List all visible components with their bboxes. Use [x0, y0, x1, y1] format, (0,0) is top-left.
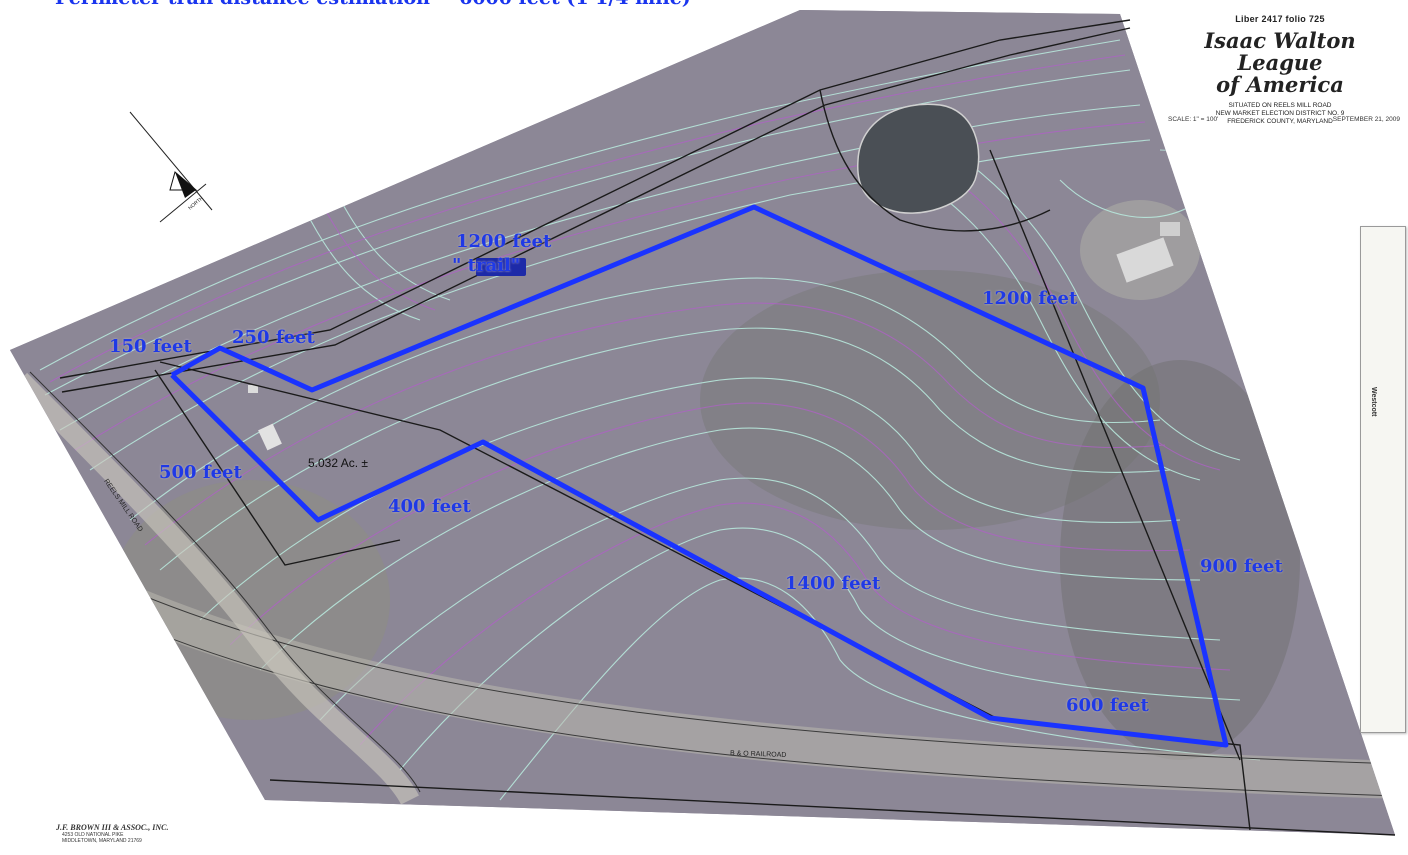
acreage-label: 5.032 Ac. ±	[308, 456, 368, 470]
title-block: Liber 2417 folio 725 Isaac Walton League…	[1160, 14, 1400, 126]
org-name-line1: Isaac Walton League	[1204, 28, 1356, 75]
ruler-brand: Westcott	[1370, 387, 1377, 417]
building	[1160, 222, 1180, 236]
building	[1116, 237, 1174, 283]
wooded-area	[700, 270, 1160, 530]
segment-label-small: 250 feet	[232, 327, 315, 348]
measuring-ruler: Westcott	[1360, 226, 1406, 733]
reels-mill-road-edge	[29, 371, 421, 793]
plat-date: SEPTEMBER 21, 2009	[1332, 116, 1400, 123]
surveyor-address1: 4253 OLD NATIONAL PIKE	[62, 832, 124, 838]
surveyor-address2: MIDDLETOWN, MARYLAND 21769	[62, 838, 142, 844]
segment-label-top-trail: " trail"	[452, 255, 521, 276]
segment-label-right-upper: 1200 feet	[982, 288, 1078, 309]
situated-line: SITUATED ON REELS MILL ROAD	[1228, 102, 1332, 109]
district-line: NEW MARKET ELECTION DISTRICT NO. 9	[1215, 110, 1345, 117]
segment-label-bottom-right: 600 feet	[1066, 695, 1149, 716]
structure	[248, 385, 258, 393]
north-arrow: NORTH	[129, 111, 213, 223]
scale-label: SCALE: 1" = 100'	[1168, 116, 1219, 123]
segment-label-top: 1200 feet	[456, 231, 552, 252]
segment-label-top-left: 150 feet	[109, 336, 192, 357]
scale-row: SCALE: 1" = 100' SEPTEMBER 21, 2009	[1168, 116, 1400, 123]
liber-folio: Liber 2417 folio 725	[1235, 14, 1325, 24]
segment-label-left: 500 feet	[159, 462, 242, 483]
structure	[258, 423, 282, 451]
perimeter-trail-line	[170, 204, 1229, 748]
org-name-line2: of America	[1216, 72, 1344, 97]
segment-label-inner: 400 feet	[388, 496, 471, 517]
page-title: Perimeter trail distance estimation ~ 60…	[55, 0, 691, 9]
railroad-track	[119, 617, 1395, 797]
reels-mill-road	[12, 372, 419, 805]
railroad-corridor	[112, 582, 1395, 799]
redaction-mark	[476, 258, 526, 276]
segment-label-right-side: 900 feet	[1200, 556, 1283, 577]
surveyor-firm: J.F. BROWN III & ASSOC., INC.	[56, 823, 169, 832]
county-line: FREDERICK COUNTY, MARYLAND	[1227, 118, 1333, 125]
segment-label-bottom-diagonal: 1400 feet	[785, 573, 881, 594]
surveyor-block: J.F. BROWN III & ASSOC., INC. 4253 OLD N…	[56, 823, 168, 844]
